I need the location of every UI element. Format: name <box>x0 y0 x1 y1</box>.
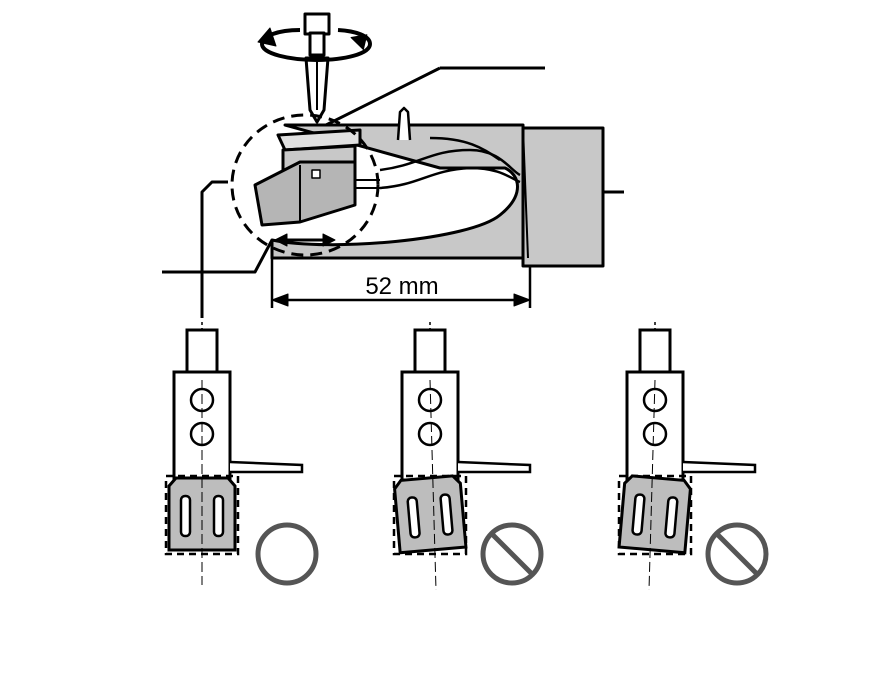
dimension-label: 52 mm <box>365 273 438 300</box>
slide-adjust-arrow-icon <box>274 233 336 247</box>
leader-line-screw <box>319 66 441 130</box>
finger-lift <box>396 106 412 141</box>
screwdriver-icon <box>303 12 331 124</box>
detail-circle <box>230 113 380 257</box>
headshell-side-view <box>162 12 624 318</box>
cartridge-body <box>253 128 380 227</box>
leader-line-down <box>200 180 228 318</box>
headshell-view-aligned <box>164 320 319 586</box>
incorrect-mark-icon <box>480 522 544 586</box>
correct-mark-icon <box>255 522 319 586</box>
dimension-52mm <box>270 258 532 308</box>
incorrect-mark-icon <box>705 522 769 586</box>
headshell-view-rotated-left <box>392 320 544 591</box>
leader-line-stylus <box>162 239 274 274</box>
rotation-arrow-icon <box>257 27 372 62</box>
headshell-view-rotated-right <box>617 320 769 591</box>
headshell-mount-block <box>521 126 605 268</box>
